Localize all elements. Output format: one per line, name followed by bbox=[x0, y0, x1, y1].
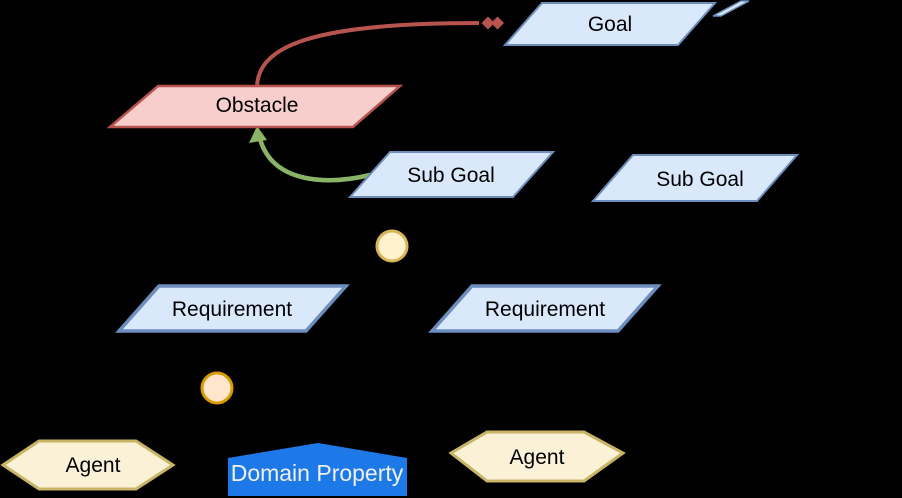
requirement-right-label: Requirement bbox=[485, 298, 605, 321]
edge-junction-to-requirement-right[interactable] bbox=[405, 249, 540, 286]
requirement-left-label: Requirement bbox=[172, 298, 292, 321]
agent-right-label: Agent bbox=[510, 446, 565, 469]
domain-property-shape bbox=[228, 443, 407, 496]
domain-property-label: Domain Property bbox=[231, 460, 404, 486]
node-domain-property[interactable]: Domain Property bbox=[228, 443, 407, 496]
obstruction-edge[interactable] bbox=[255, 16, 504, 89]
resolution-arrowhead bbox=[249, 126, 267, 143]
and-junction-lower[interactable] bbox=[200, 371, 234, 405]
goal-label: Goal bbox=[588, 13, 632, 36]
edge-requirement-left-to-junction[interactable] bbox=[219, 330, 232, 372]
edge-junction-to-domain-property[interactable] bbox=[229, 394, 313, 440]
node-agent-right[interactable]: Agent bbox=[448, 430, 626, 483]
node-requirement-right[interactable]: Requirement bbox=[428, 284, 662, 333]
obstacle-shape bbox=[106, 84, 404, 129]
subgoal-left-shape bbox=[347, 151, 556, 198]
edge-goal-to-subgoal-left[interactable] bbox=[499, 44, 592, 147]
node-subgoal-left[interactable]: Sub Goal bbox=[347, 151, 556, 198]
node-goal[interactable]: Goal bbox=[502, 2, 718, 46]
subgoal-left-label: Sub Goal bbox=[407, 164, 495, 187]
node-requirement-left[interactable]: Requirement bbox=[115, 284, 350, 333]
node-agent-left[interactable]: Agent bbox=[0, 439, 176, 491]
resolution-edge[interactable] bbox=[249, 126, 371, 183]
edge-junction-to-agent-left[interactable] bbox=[87, 392, 204, 440]
edge-subgoal-left-to-junction[interactable] bbox=[401, 196, 432, 235]
and-junction-upper[interactable] bbox=[375, 229, 409, 263]
resolution-curve bbox=[257, 138, 371, 183]
subgoal-right-shape bbox=[590, 154, 800, 202]
clipped-shape-fragment bbox=[712, 0, 750, 17]
node-obstacle[interactable]: Obstacle bbox=[106, 84, 404, 129]
obstruction-diamond-marker bbox=[491, 16, 504, 30]
node-subgoal-right[interactable]: Sub Goal bbox=[590, 154, 800, 202]
agent-left-label: Agent bbox=[66, 454, 121, 477]
requirement-left-shape bbox=[115, 284, 350, 333]
edge-junction-to-requirement-left[interactable] bbox=[223, 249, 378, 286]
requirement-right-shape bbox=[428, 284, 662, 333]
refinement-connectors bbox=[87, 44, 694, 440]
edge-goal-to-subgoal-right[interactable] bbox=[590, 44, 694, 149]
obstacle-label: Obstacle bbox=[216, 94, 299, 117]
obstruction-diamond-marker bbox=[481, 16, 495, 30]
obstruction-curve bbox=[255, 21, 480, 89]
goal-shape bbox=[502, 2, 718, 46]
subgoal-right-label: Sub Goal bbox=[656, 168, 744, 191]
agent-right-shape bbox=[448, 430, 626, 483]
agent-left-shape bbox=[0, 439, 176, 491]
